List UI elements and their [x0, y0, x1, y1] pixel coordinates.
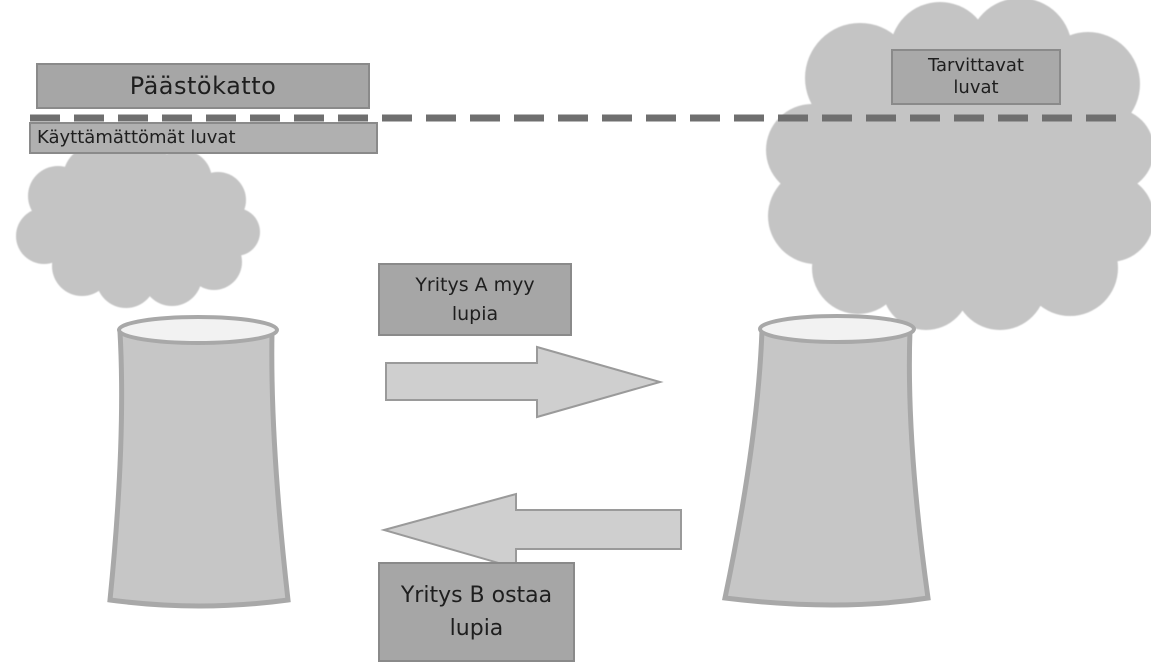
company-b-buys-label: Yritys B ostaa lupia [378, 562, 575, 662]
needed-permits-text: Tarvittavat luvat [928, 55, 1024, 98]
unused-permits-text: Käyttämättömät luvat [37, 126, 236, 148]
company-b-buys-text: Yritys B ostaa lupia [400, 583, 553, 641]
needed-permits-label: Tarvittavat luvat [891, 49, 1061, 105]
unused-permits-label: Käyttämättömät luvat [29, 122, 378, 154]
emission-cap-label: Päästökatto [36, 63, 370, 109]
emission-cap-text: Päästökatto [129, 72, 277, 100]
left-emission-cloud-icon [16, 140, 260, 308]
left-cooling-tower-icon [107, 315, 291, 609]
sell-right-arrow-icon [385, 345, 664, 419]
right-cooling-tower-icon [721, 314, 931, 608]
buy-left-arrow-icon [380, 492, 682, 570]
company-a-sells-label: Yritys A myy lupia [378, 263, 572, 336]
company-a-sells-text: Yritys A myy lupia [415, 274, 535, 325]
